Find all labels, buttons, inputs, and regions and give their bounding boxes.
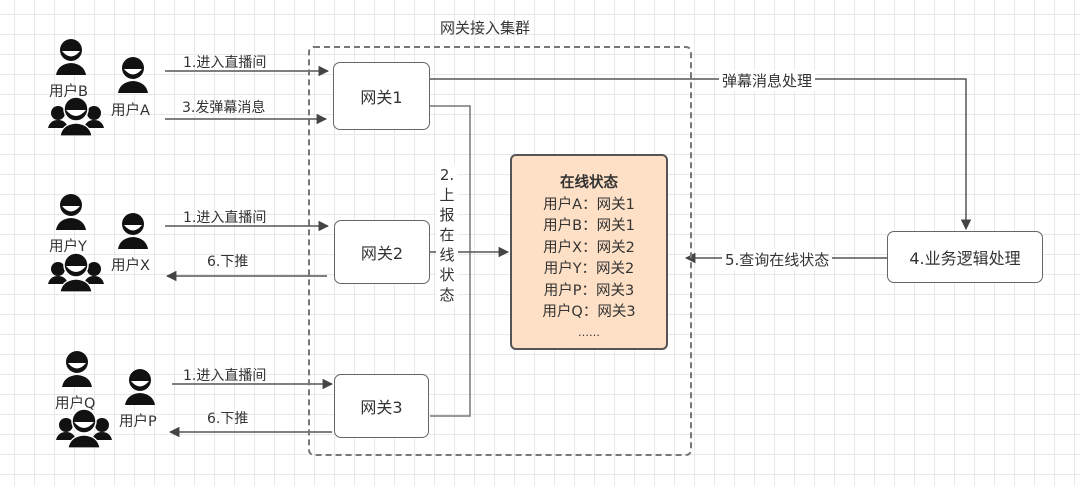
online-state-entry: 用户B：网关1: [543, 218, 635, 234]
gateway-3[interactable]: 网关3: [334, 374, 429, 438]
user-label-p: 用户P: [119, 414, 157, 430]
user-group-icon: [48, 96, 104, 136]
user-label-y: 用户Y: [49, 239, 87, 255]
report-status-char: 态: [439, 286, 455, 304]
online-state-entry: 用户X：网关2: [543, 239, 635, 256]
online-state-title: 在线状态: [560, 175, 618, 191]
gateway-2-label: 网关2: [360, 244, 404, 263]
report-status-char: 线: [439, 246, 455, 264]
edge-report-gw1: [430, 105, 471, 252]
user-icon: [118, 57, 148, 93]
user-label-q: 用户Q: [55, 396, 96, 412]
edge-label-query-status: 5.查询在线状态: [722, 249, 833, 270]
report-status-char: 状: [439, 266, 455, 284]
edge-label-danmaku-processing: 弹幕消息处理: [719, 70, 816, 91]
user-label-b: 用户B: [49, 84, 88, 100]
user-icon: [125, 369, 155, 405]
business-logic-label: 4.业务逻辑处理: [909, 249, 1021, 268]
user-group-icon: [48, 252, 104, 292]
edge-label-send-danmaku: 3.发弹幕消息: [182, 100, 266, 116]
user-icon: [62, 351, 92, 387]
edge-report-gw3: [430, 252, 471, 417]
edge-label-report-status: 2. 上 报 在 线 状 态: [436, 165, 458, 305]
online-state-entry: 用户Y：网关2: [543, 261, 635, 277]
report-status-char: 2.: [439, 166, 455, 184]
gateway-2[interactable]: 网关2: [334, 220, 430, 284]
edge-label-enter-room-1: 1.进入直播间: [183, 55, 267, 71]
edge-label-push-down-2: 6.下推: [207, 254, 249, 270]
user-group-icon: [56, 408, 112, 448]
gateway-cluster: [308, 46, 692, 456]
user-icon: [56, 194, 86, 230]
online-state-ellipsis: ……: [578, 325, 600, 339]
edge-label-enter-room-3: 1.进入直播间: [183, 368, 267, 384]
cluster-title: 网关接入集群: [440, 19, 531, 37]
gateway-1-label: 网关1: [360, 88, 403, 107]
edge-label-enter-room-2: 1.进入直播间: [183, 210, 267, 226]
online-state-entry: 用户Q：网关3: [542, 304, 636, 320]
gateway-1[interactable]: 网关1: [333, 62, 430, 130]
user-icon: [118, 213, 148, 249]
report-status-char: 报: [439, 206, 455, 224]
user-label-x: 用户X: [111, 258, 150, 274]
business-logic-node[interactable]: 4.业务逻辑处理: [887, 231, 1043, 283]
report-status-char: 在: [439, 226, 455, 244]
user-label-a: 用户A: [111, 103, 150, 119]
online-state-entry: 用户A：网关1: [543, 196, 635, 213]
user-icon: [56, 39, 86, 75]
online-state-store[interactable]: 在线状态 用户A：网关1 用户B：网关1 用户X：网关2 用户Y：网关2 用户P…: [510, 154, 668, 350]
report-status-char: 上: [439, 186, 455, 204]
online-state-entry: 用户P：网关3: [543, 282, 635, 299]
edge-danmaku-processing: [430, 78, 972, 231]
gateway-3-label: 网关3: [360, 398, 403, 417]
edge-label-push-down-3: 6.下推: [207, 411, 249, 427]
